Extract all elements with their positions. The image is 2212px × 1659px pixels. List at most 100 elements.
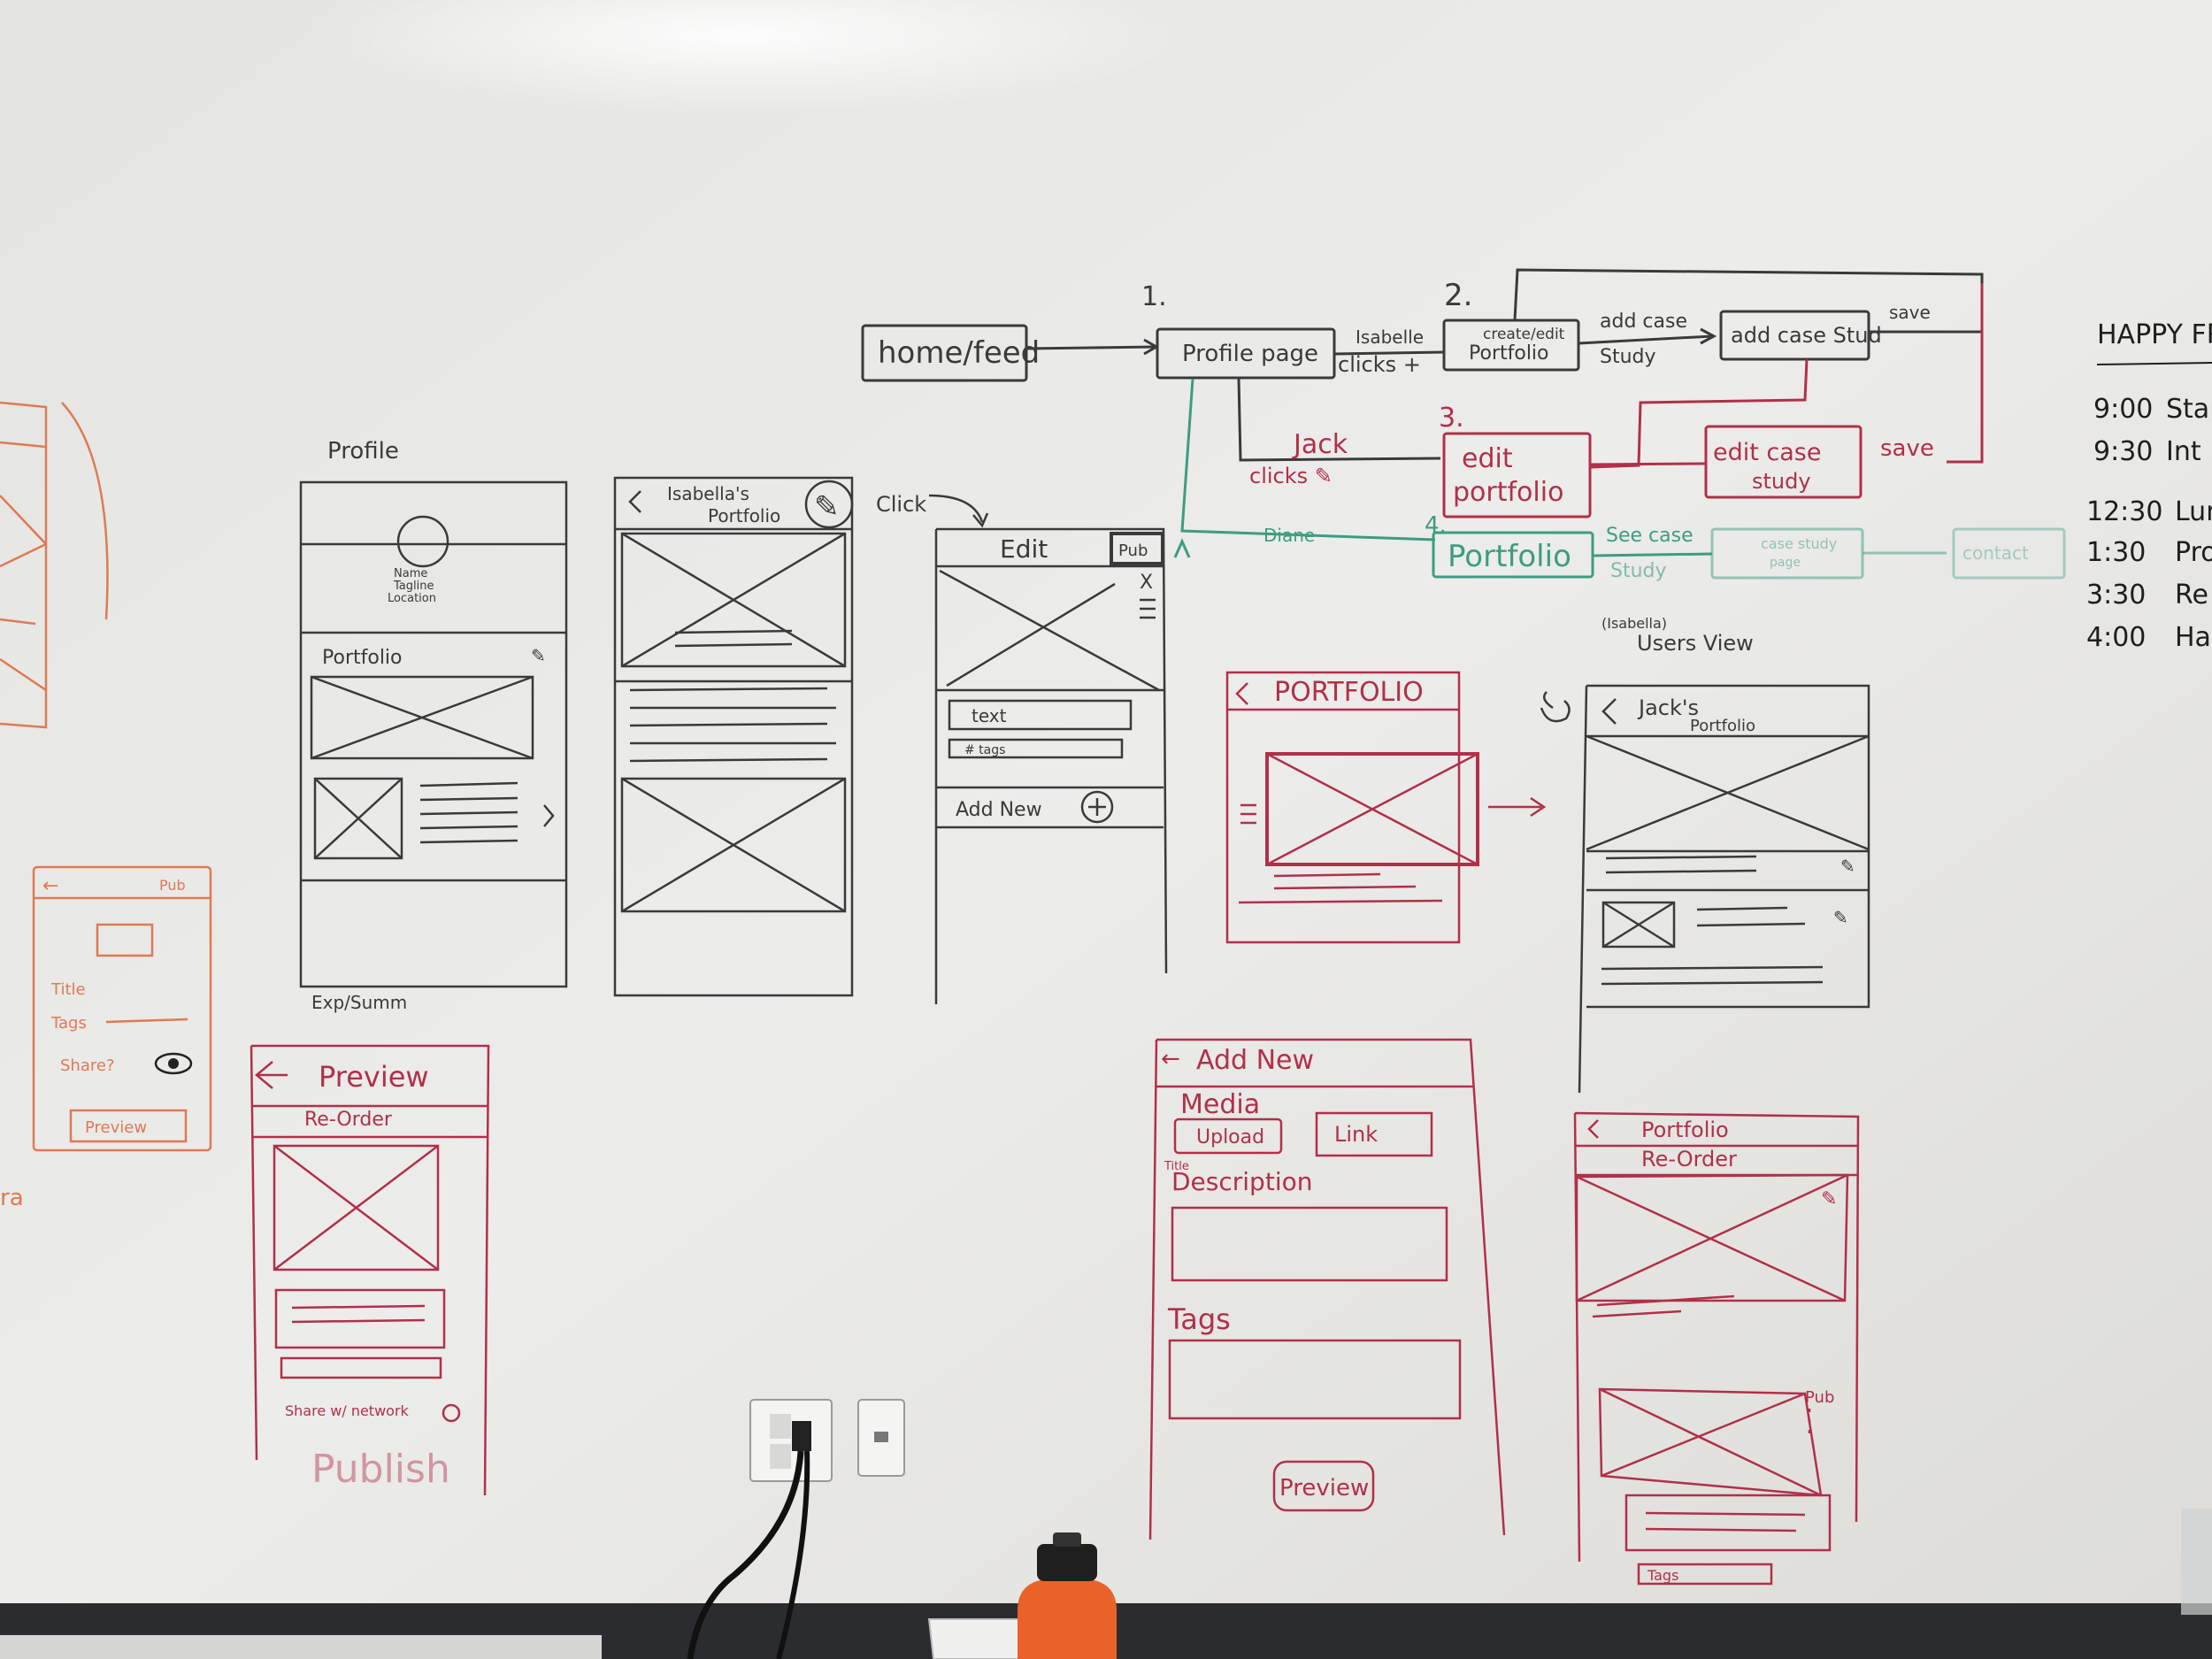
edit-case-label: edit case — [1713, 439, 1822, 466]
profile-name: Name — [394, 567, 427, 580]
schedule-time-2: 12:30 — [2086, 496, 2162, 527]
power-outlet — [750, 1400, 832, 1481]
reorder-tags: Tags — [1647, 1567, 1678, 1584]
study-green-label: Study — [1610, 560, 1667, 582]
whiteboard-surface — [0, 0, 2212, 1606]
portfolio-lower-label: portfolio — [1453, 477, 1563, 508]
preview-reorder: Re-Order — [304, 1109, 393, 1131]
outlet-socket — [770, 1414, 791, 1439]
left-pub: Pub — [159, 877, 186, 894]
back-arrow-icon: ← — [1161, 1046, 1180, 1072]
green-arrow — [1593, 554, 1712, 556]
create-edit-label: create/edit — [1483, 326, 1565, 343]
diane-label: Diane — [1263, 525, 1315, 546]
arrow-edit-to-editcase — [1590, 464, 1706, 465]
schedule-time-4: 3:30 — [2086, 580, 2146, 611]
arrow-profile-to-create — [1334, 352, 1444, 354]
contact-label: contact — [1962, 542, 2029, 564]
profile-label: Profile — [327, 438, 399, 465]
left-ra: ra — [0, 1185, 24, 1211]
profile-page-label: Profile page — [1182, 341, 1318, 367]
arrow-home-to-profile — [1026, 347, 1155, 349]
schedule-time-3: 1:30 — [2086, 537, 2146, 568]
profile-portfolio-label: Portfolio — [322, 647, 403, 669]
schedule-label-0: Star — [2166, 394, 2212, 425]
preview-share: Share w/ network — [285, 1402, 410, 1419]
preview-button-label: Preview — [1279, 1475, 1369, 1502]
schedule-time-5: 4:00 — [2086, 622, 2146, 653]
portfolio-title: PORTFOLIO — [1274, 677, 1424, 708]
profile-location: Location — [388, 592, 436, 605]
add-new-tags: Tags — [1167, 1302, 1231, 1336]
study-label: Study — [1600, 346, 1656, 368]
step-3: 3. — [1439, 403, 1464, 434]
add-new-title: Add New — [1196, 1045, 1314, 1076]
step-2: 2. — [1444, 278, 1472, 313]
isabella-title-1: Isabella's — [667, 483, 749, 504]
schedule-time-1: 9:30 — [2093, 436, 2153, 467]
pencil-icon: ✎ — [1833, 907, 1848, 928]
portfolio-label: Portfolio — [1469, 342, 1549, 365]
bottle-cap — [1037, 1544, 1097, 1581]
step-4: 4. — [1425, 512, 1447, 539]
isabella-title-2: Portfolio — [708, 505, 780, 526]
schedule-label-3: Pro — [2175, 537, 2212, 568]
edit-add-new: Add New — [956, 799, 1042, 821]
edit-text-label: text — [972, 705, 1007, 726]
isabelle-label: Isabelle — [1356, 326, 1424, 348]
pencil-icon: ✎ — [1821, 1188, 1837, 1210]
profile-tagline: Tagline — [393, 580, 434, 593]
left-tags: Tags — [50, 1014, 87, 1033]
edit-tags-label: # tags — [964, 743, 1005, 757]
save-label-1: save — [1889, 302, 1931, 323]
edit-label: edit — [1462, 443, 1513, 474]
schedule-label-1: Int — [2166, 436, 2201, 467]
add-new-description: Description — [1171, 1167, 1312, 1196]
users-view-caption-2: Users View — [1637, 631, 1754, 656]
eye-pupil — [168, 1058, 179, 1069]
clicks-plus-label: clicks + — [1338, 352, 1421, 377]
preview-title: Preview — [319, 1060, 429, 1094]
reorder-pub: Pub — [1805, 1388, 1834, 1407]
outlet-socket-2 — [770, 1444, 791, 1469]
schedule-title: HAPPY FR — [2097, 319, 2212, 350]
users-view-caption-1: (Isabella) — [1601, 615, 1667, 632]
bottle-nozzle — [1053, 1532, 1081, 1547]
left-preview-label: Preview — [85, 1118, 147, 1137]
home-feed-label: home/feed — [878, 335, 1040, 371]
pencil-icon: ✎ — [1840, 856, 1855, 877]
clicks-pencil-label: clicks ✎ — [1249, 464, 1333, 488]
upload-label: Upload — [1196, 1126, 1264, 1148]
portfolio-green-label: Portfolio — [1448, 539, 1571, 574]
users-title-2: Portfolio — [1690, 717, 1755, 735]
pencil-icon: ✎ — [814, 489, 840, 525]
reorder-title: Portfolio — [1641, 1118, 1729, 1142]
pencil-icon: ✎ — [531, 645, 546, 666]
save-label-2: save — [1880, 435, 1934, 462]
left-share: Share? — [60, 1056, 115, 1075]
edit-pub-label: Pub — [1118, 541, 1148, 560]
step-1: 1. — [1141, 281, 1167, 312]
add-case-label: add case — [1600, 311, 1687, 333]
schedule-time-0: 9:00 — [2093, 394, 2153, 425]
profile-exp: Exp/Summ — [311, 992, 407, 1013]
click-label: Click — [876, 492, 926, 517]
schedule-label-4: Re — [2175, 580, 2208, 611]
glass — [2181, 1509, 2212, 1615]
study-lower-label: study — [1752, 469, 1811, 494]
page-label: page — [1770, 556, 1801, 570]
close-icon: X — [1140, 572, 1153, 594]
water-bottle — [1018, 1579, 1117, 1659]
schedule-label-2: Lun — [2175, 496, 2212, 527]
left-back-arrow: ← — [42, 875, 58, 897]
schedule-label-5: Ha — [2175, 622, 2211, 653]
see-case-label: See case — [1606, 525, 1694, 547]
jack-label: Jack — [1292, 429, 1348, 460]
edit-title: Edit — [1000, 534, 1048, 564]
left-title: Title — [50, 980, 86, 999]
switch-toggle — [874, 1432, 888, 1442]
add-new-media: Media — [1180, 1089, 1260, 1120]
link-label: Link — [1334, 1122, 1378, 1147]
plug — [792, 1421, 811, 1451]
